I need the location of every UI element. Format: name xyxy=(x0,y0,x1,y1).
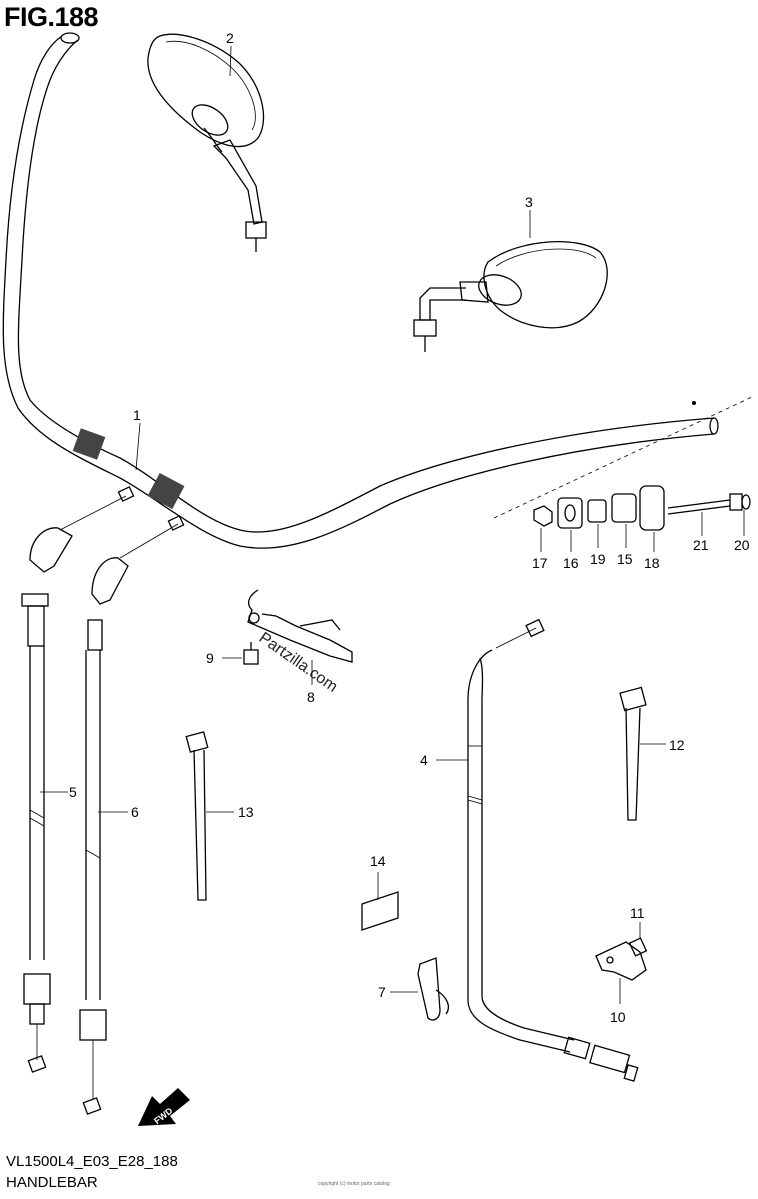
callout-8: 8 xyxy=(307,689,315,705)
clutch-cable-part-4[interactable] xyxy=(467,618,639,1082)
callout-20: 20 xyxy=(734,537,750,553)
weight-part-18[interactable] xyxy=(639,485,665,531)
callout-7: 7 xyxy=(378,984,386,1000)
callout-9: 9 xyxy=(206,650,214,666)
callout-12: 12 xyxy=(669,737,685,753)
callout-5: 5 xyxy=(69,784,77,800)
holder-part-10[interactable] xyxy=(595,941,647,981)
callout-11: 11 xyxy=(630,905,645,921)
callout-16: 16 xyxy=(563,555,579,571)
figure-name: HANDLEBAR xyxy=(6,1174,98,1191)
knurl-left xyxy=(72,428,106,460)
bolt-part-21[interactable] xyxy=(667,493,743,515)
collar-part-16[interactable] xyxy=(557,497,583,529)
nut-part-17[interactable] xyxy=(533,505,553,527)
callout-6: 6 xyxy=(131,804,139,820)
throttle-cable-part-5[interactable] xyxy=(21,486,135,1073)
screw-part-11[interactable] xyxy=(628,937,648,957)
damper-part-15[interactable] xyxy=(611,493,637,523)
figure-title: FIG.188 xyxy=(4,2,99,32)
callout-2: 2 xyxy=(226,30,234,46)
throttle-cable-part-6[interactable] xyxy=(79,515,185,1115)
callout-17: 17 xyxy=(532,555,548,571)
knurl-center xyxy=(147,472,185,510)
clamp-part-7[interactable] xyxy=(417,957,450,1021)
fwd-arrow: FWD xyxy=(138,1088,190,1126)
callout-14: 14 xyxy=(370,853,386,869)
callout-3: 3 xyxy=(525,194,533,210)
cable-tie-part-12[interactable] xyxy=(619,686,647,821)
mirror-left-part-2[interactable] xyxy=(147,33,267,252)
handlebar-part-1[interactable] xyxy=(2,32,719,549)
callout-15: 15 xyxy=(617,551,633,567)
washer-part-20[interactable] xyxy=(741,494,751,510)
model-code: VL1500L4_E03_E28_188 xyxy=(6,1153,178,1170)
callout-1: 1 xyxy=(133,407,141,423)
callout-13: 13 xyxy=(238,804,254,820)
small-print: copyright (c) motor parts catalog xyxy=(318,1181,390,1187)
callout-19: 19 xyxy=(590,551,606,567)
cable-tie-part-13[interactable] xyxy=(185,731,209,901)
bracket-part-8[interactable] xyxy=(247,589,353,663)
callout-4: 4 xyxy=(420,752,428,768)
bush-part-19[interactable] xyxy=(587,499,607,523)
callout-18: 18 xyxy=(644,555,660,571)
bolt-part-9[interactable] xyxy=(243,642,259,665)
callout-10: 10 xyxy=(610,1009,626,1025)
label-part-14[interactable] xyxy=(361,891,399,931)
mirror-right-part-3[interactable] xyxy=(413,241,608,352)
callout-21: 21 xyxy=(693,537,709,553)
